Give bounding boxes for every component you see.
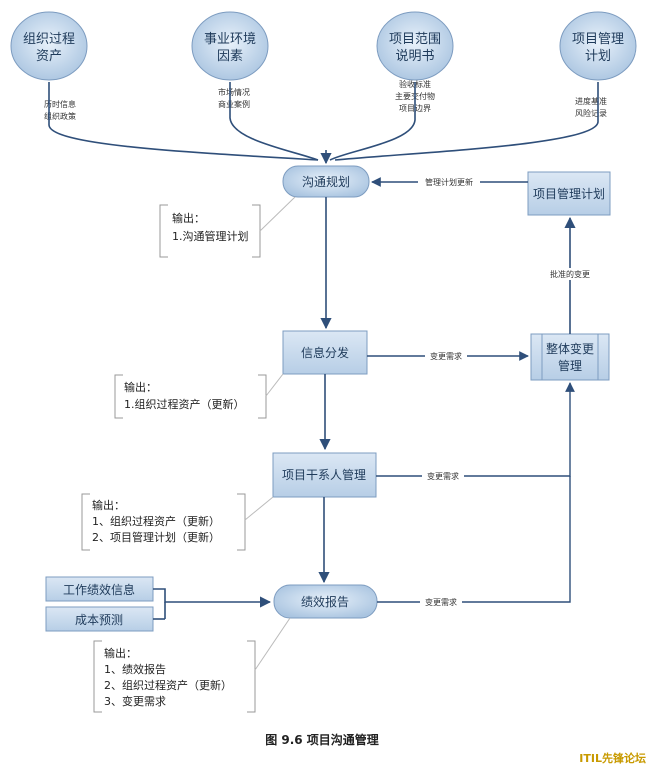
pm-plan-box-label: 项目管理计划 bbox=[533, 186, 605, 201]
side-input-cost-forecast-label: 成本预测 bbox=[75, 613, 123, 627]
arrow-change-request-1-label: 变更需求 bbox=[430, 351, 462, 361]
process-planning: 沟通规划 bbox=[282, 165, 370, 198]
arrow-plan-update-label: 管理计划更新 bbox=[425, 177, 473, 187]
output-reporting-item-1: 1、绩效报告 bbox=[104, 662, 166, 676]
process-stakeholder-label: 项目干系人管理 bbox=[282, 467, 366, 482]
side-input-work-perf-label: 工作绩效信息 bbox=[63, 582, 135, 597]
figure-caption: 图 9.6 项目沟通管理 bbox=[265, 732, 379, 747]
side-input-cost-forecast: 成本预测 bbox=[45, 606, 154, 632]
process-distribution: 信息分发 bbox=[282, 330, 368, 375]
side-input-work-perf: 工作绩效信息 bbox=[45, 576, 154, 602]
output-stakeholder-item-1: 1、组织过程资产（更新） bbox=[92, 514, 220, 528]
output-distribution-item-1: 1.组织过程资产（更新） bbox=[124, 397, 245, 411]
input-eef: 事业环境 因素 bbox=[191, 11, 269, 81]
note-eef-2: 商业案例 bbox=[218, 99, 250, 109]
output-reporting-item-2: 2、组织过程资产（更新） bbox=[104, 678, 232, 692]
output-reporting-title: 输出： bbox=[104, 646, 137, 660]
input-eef-line2: 因素 bbox=[217, 49, 243, 64]
change-control-box: 整体变更 管理 bbox=[530, 333, 610, 381]
note-eef-1: 市场情况 bbox=[218, 87, 250, 97]
output-distribution-title: 输出： bbox=[124, 380, 157, 394]
arrow-approved-changes-label: 批准的变更 bbox=[550, 269, 590, 279]
note-pmp-2: 风险记录 bbox=[575, 108, 607, 118]
note-opa-1: 历时信息 bbox=[44, 99, 76, 109]
output-stakeholder-item-2: 2、项目管理计划（更新） bbox=[92, 530, 220, 544]
output-reporting-item-3: 3、变更需求 bbox=[104, 694, 166, 708]
input-pmp-line1: 项目管理 bbox=[572, 32, 624, 47]
arrow-change-request-3-label: 变更需求 bbox=[425, 597, 457, 607]
change-control-line1: 整体变更 bbox=[546, 341, 594, 356]
note-pmp-1: 进度基准 bbox=[575, 96, 607, 106]
process-planning-label: 沟通规划 bbox=[302, 174, 350, 189]
process-stakeholder: 项目干系人管理 bbox=[272, 452, 377, 498]
input-curves bbox=[48, 82, 599, 165]
output-distribution: 输出： 1.组织过程资产（更新） bbox=[114, 373, 284, 419]
input-eef-line1: 事业环境 bbox=[204, 32, 256, 47]
process-distribution-label: 信息分发 bbox=[301, 345, 349, 360]
input-scope-line2: 说明书 bbox=[395, 49, 434, 64]
note-opa-2: 组织政策 bbox=[44, 111, 76, 121]
output-stakeholder: 输出： 1、组织过程资产（更新） 2、项目管理计划（更新） bbox=[81, 493, 274, 551]
input-scope: 项目范围 说明书 bbox=[376, 11, 454, 81]
input-opa-line2: 资产 bbox=[36, 49, 62, 64]
output-planning-title: 输出： bbox=[172, 211, 205, 225]
input-pmp: 项目管理 计划 bbox=[559, 11, 637, 81]
process-reporting: 绩效报告 bbox=[273, 584, 378, 619]
input-opa: 组织过程 资产 bbox=[10, 11, 88, 81]
input-opa-line1: 组织过程 bbox=[23, 32, 75, 47]
pm-plan-box: 项目管理计划 bbox=[527, 171, 611, 216]
arrow-change-request-2-label: 变更需求 bbox=[427, 471, 459, 481]
input-pmp-line2: 计划 bbox=[585, 49, 611, 64]
input-scope-line1: 项目范围 bbox=[389, 32, 441, 47]
change-control-line2: 管理 bbox=[558, 358, 582, 373]
process-reporting-label: 绩效报告 bbox=[301, 594, 349, 609]
output-planning: 输出： 1.沟通管理计划 bbox=[159, 196, 296, 258]
output-stakeholder-title: 输出： bbox=[92, 498, 125, 512]
watermark: ITIL先锋论坛 bbox=[579, 751, 646, 765]
output-reporting: 输出： 1、绩效报告 2、组织过程资产（更新） 3、变更需求 bbox=[93, 617, 291, 713]
output-planning-item-1: 1.沟通管理计划 bbox=[172, 229, 249, 243]
